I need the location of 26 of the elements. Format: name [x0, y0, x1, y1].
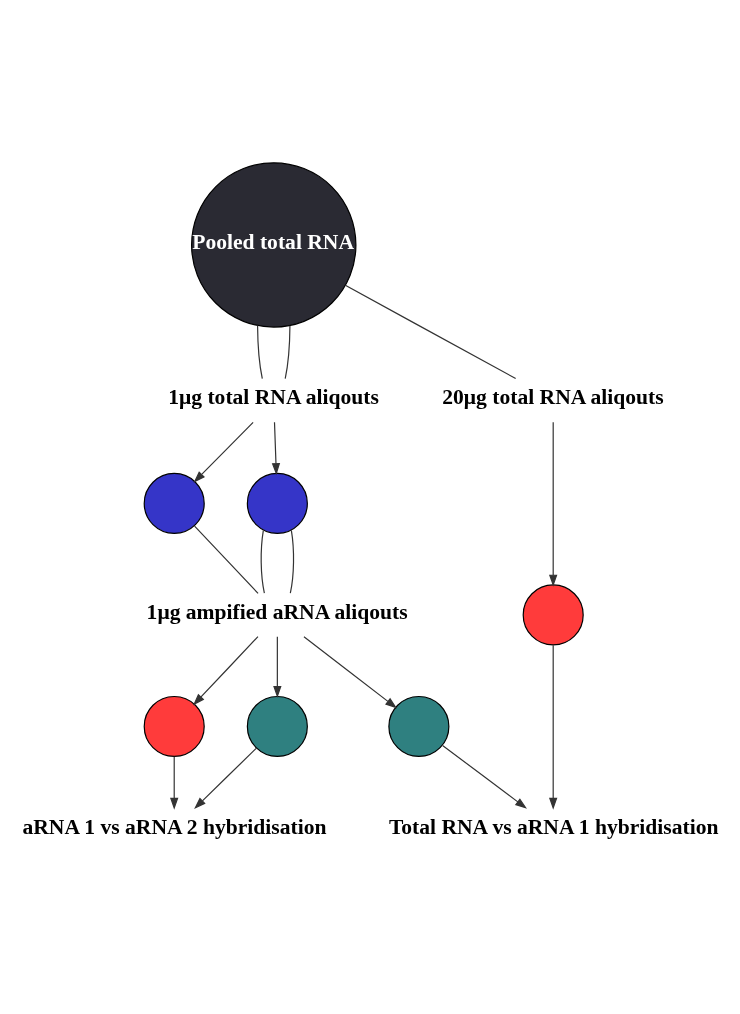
arrow — [303, 636, 398, 709]
node-circle — [246, 472, 308, 534]
arrow — [193, 636, 259, 706]
arrow — [549, 421, 558, 587]
connector — [344, 284, 517, 380]
connector — [289, 529, 295, 594]
arrow — [193, 421, 254, 483]
node-circle — [388, 695, 450, 758]
node-text: Total RNA vs aRNA 1 hybridisation — [388, 814, 719, 839]
arrow — [273, 636, 282, 698]
node-circle — [246, 695, 308, 758]
node-text: 20μg total RNA aliqouts — [442, 385, 664, 410]
node-circle: Pooled total RNA — [191, 162, 357, 328]
connector — [260, 529, 265, 594]
arrow — [170, 756, 179, 810]
connector — [256, 325, 263, 380]
arrow — [194, 747, 258, 809]
arrow — [441, 744, 527, 809]
connector — [284, 325, 291, 380]
node-text: aRNA 1 vs aRNA 2 hybridisation — [22, 814, 327, 839]
node-text: 1μg ampified aRNA aliqouts — [146, 600, 408, 625]
arrow — [549, 644, 558, 810]
connector — [194, 525, 259, 594]
node-circle — [522, 584, 584, 646]
arrow — [271, 421, 281, 476]
node-text: 1μg total RNA aliqouts — [168, 385, 379, 410]
